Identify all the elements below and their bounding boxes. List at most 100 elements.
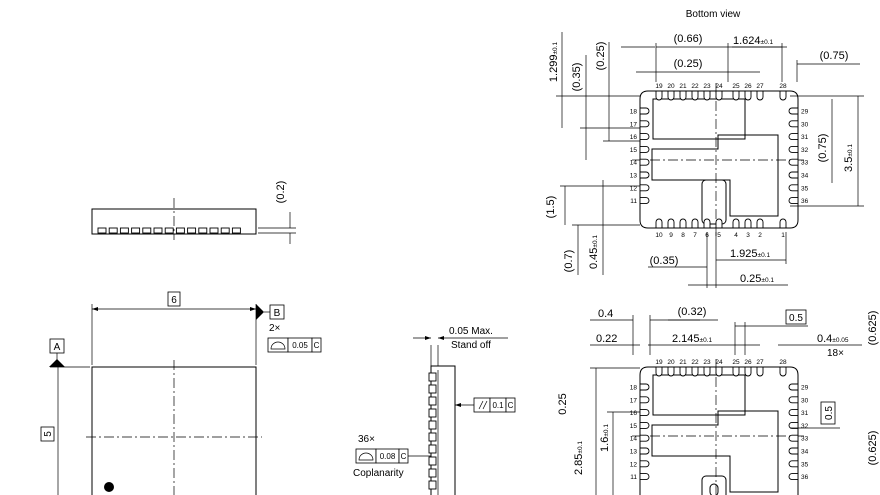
flatness-value: 0.05 bbox=[292, 341, 308, 350]
pin-label: 34 bbox=[801, 449, 809, 456]
pin-label: 28 bbox=[779, 359, 787, 366]
pin-pad bbox=[744, 366, 752, 377]
package-outline bbox=[639, 90, 799, 229]
pin-label: 30 bbox=[801, 397, 809, 404]
side-pad bbox=[231, 227, 241, 234]
coplanarity-label: Coplanarity bbox=[353, 468, 404, 479]
profile-view: 0.05 Max. Stand off 0.1 C 36× 0.08 C Cop… bbox=[353, 326, 516, 495]
pin-pad bbox=[715, 218, 723, 229]
pin-label: 2 bbox=[758, 232, 762, 239]
dim-bv-025: (0.25) bbox=[674, 58, 703, 70]
dim-bv-035: (0.35) bbox=[571, 63, 583, 92]
pin-label: 33 bbox=[801, 160, 809, 167]
pin-pad bbox=[788, 396, 799, 404]
pin-label: 25 bbox=[732, 83, 740, 90]
pin-label: 36 bbox=[801, 474, 809, 481]
footprint-body bbox=[632, 359, 806, 495]
side-view: (0.2) bbox=[91, 181, 296, 244]
pin-pad bbox=[788, 133, 799, 141]
pin-label: 12 bbox=[630, 185, 638, 192]
pin-label: 36 bbox=[801, 198, 809, 205]
pin-pad bbox=[779, 218, 787, 229]
parallelism-datum: C bbox=[508, 401, 514, 410]
pin-label: 35 bbox=[801, 461, 809, 468]
pin-label: 13 bbox=[630, 449, 638, 456]
footprint-pins bbox=[639, 366, 799, 481]
pin-pad bbox=[788, 434, 799, 442]
standoff-value: 0.05 Max. bbox=[449, 326, 493, 337]
pin-pad bbox=[639, 184, 650, 192]
pin-label: 28 bbox=[779, 83, 787, 90]
pin-label: 26 bbox=[744, 83, 752, 90]
pin-pad bbox=[679, 218, 687, 229]
pin-label: 3 bbox=[746, 232, 750, 239]
pin-pad bbox=[756, 366, 764, 377]
exposed-pad-top bbox=[652, 98, 746, 140]
pin-label: 24 bbox=[715, 359, 723, 366]
profile-pad bbox=[428, 408, 437, 418]
pin-pad bbox=[655, 366, 663, 377]
pin-pad bbox=[639, 133, 650, 141]
pin-pad bbox=[744, 90, 752, 101]
pin-label: 31 bbox=[801, 410, 809, 417]
pin-label: 11 bbox=[630, 198, 637, 205]
pin-label: 1 bbox=[781, 232, 785, 239]
side-pad bbox=[119, 227, 129, 234]
bottom-view-pins bbox=[639, 90, 799, 229]
datum-a-label: A bbox=[54, 342, 61, 353]
dim-bv-025b: 0.25±0.1 bbox=[740, 273, 774, 285]
side-pad bbox=[97, 227, 107, 234]
pin-label: 29 bbox=[801, 385, 809, 392]
top-view-count: 2× bbox=[269, 323, 281, 334]
dim-bv-066: (0.66) bbox=[674, 33, 703, 45]
side-pad bbox=[175, 227, 185, 234]
profile-pad bbox=[428, 372, 437, 382]
pin-pad bbox=[667, 366, 675, 377]
datum-b-label: B bbox=[274, 308, 281, 319]
pin-label: 17 bbox=[630, 121, 638, 128]
dim-bv-075: (0.75) bbox=[820, 50, 849, 62]
pin-pad bbox=[703, 218, 711, 229]
pin-label: 17 bbox=[630, 397, 638, 404]
bottom-view-title: Bottom view bbox=[686, 9, 741, 20]
pin-label: 20 bbox=[667, 83, 675, 90]
pin-pad bbox=[691, 366, 699, 377]
dim-fp-04r: 0.4±0.05 bbox=[817, 333, 849, 345]
pin-label: 34 bbox=[801, 173, 809, 180]
pin-label: 19 bbox=[655, 83, 663, 90]
pin-label: 30 bbox=[801, 121, 809, 128]
pin-pad bbox=[788, 421, 799, 429]
pin-pad bbox=[732, 90, 740, 101]
pin-label: 5 bbox=[717, 232, 721, 239]
pin-label: 35 bbox=[801, 185, 809, 192]
pin-pad bbox=[756, 90, 764, 101]
pin-pad bbox=[691, 218, 699, 229]
pin-pad bbox=[732, 366, 740, 377]
pin-pad bbox=[639, 421, 650, 429]
coplanarity-value: 0.08 bbox=[380, 452, 396, 461]
parallelism-value: 0.1 bbox=[492, 401, 504, 410]
package-outline bbox=[639, 366, 799, 495]
pin-pad bbox=[667, 90, 675, 101]
dim-bv-07: (0.7) bbox=[563, 250, 575, 273]
flatness-datum: C bbox=[314, 341, 320, 350]
pin-pad bbox=[639, 120, 650, 128]
dim-fp-05: 0.5 bbox=[789, 313, 803, 324]
dim-bv-1925: 1.925±0.1 bbox=[730, 248, 771, 260]
pin-label: 22 bbox=[691, 83, 699, 90]
dim-fp-022: 0.22 bbox=[596, 333, 617, 345]
pin-label: 19 bbox=[655, 359, 663, 366]
pin-pad bbox=[639, 473, 650, 481]
pin-label: 27 bbox=[756, 83, 764, 90]
pin-label: 21 bbox=[679, 83, 687, 90]
pin-pad bbox=[703, 90, 711, 101]
flatness-frame: 0.05 C bbox=[267, 337, 322, 353]
pin-pad bbox=[788, 184, 799, 192]
pin-label: 29 bbox=[801, 109, 809, 116]
standoff-label: Stand off bbox=[451, 340, 491, 351]
pin-label: 15 bbox=[630, 423, 638, 430]
pin-pad bbox=[788, 120, 799, 128]
